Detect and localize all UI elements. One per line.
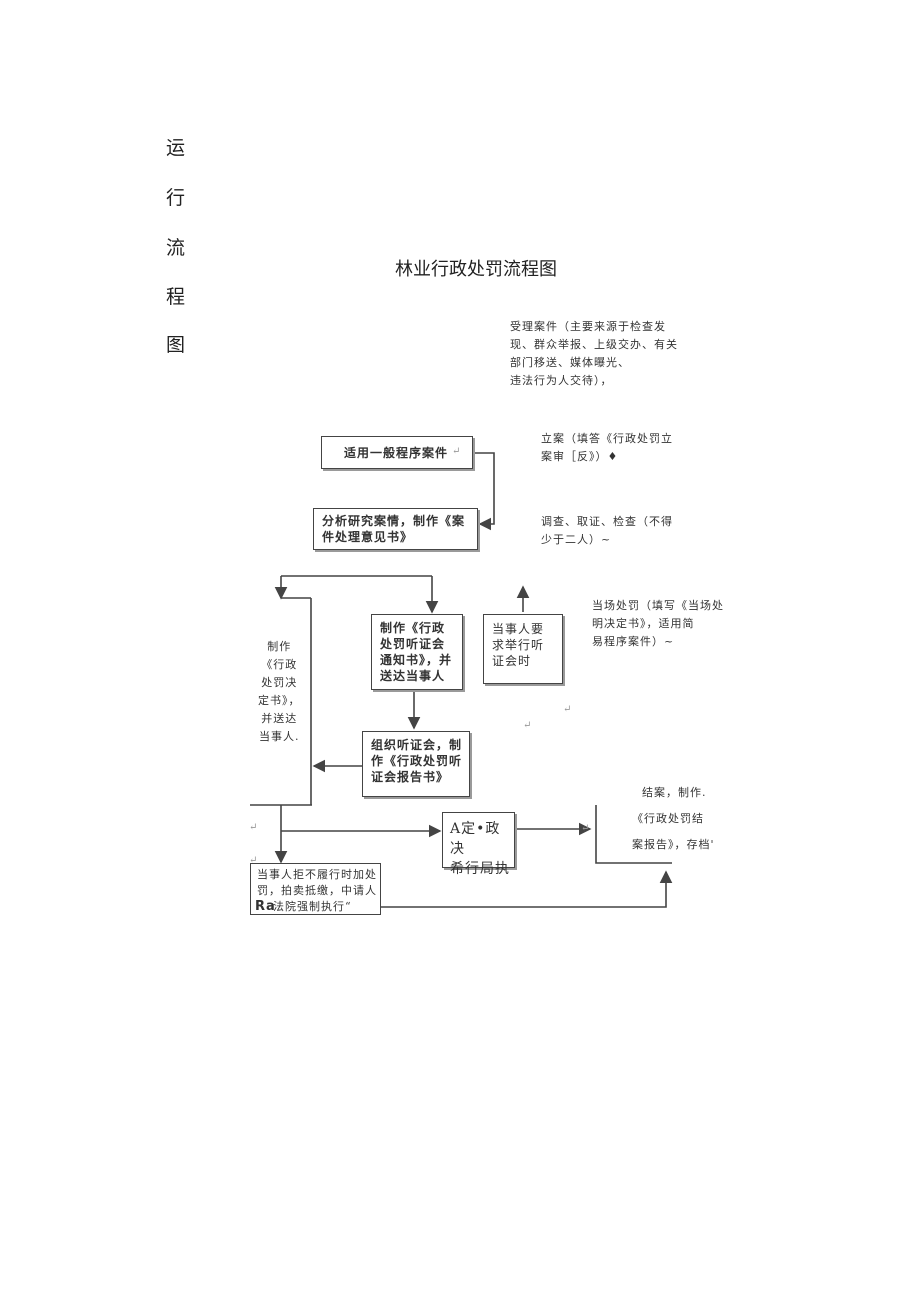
note-line: 定书》，	[258, 694, 301, 707]
note-line: 《行政处罚结	[632, 812, 704, 825]
box-label: 组织听证会，制	[371, 738, 463, 752]
note-line: 案审［反》）♦	[541, 450, 619, 463]
note-line: 违法行为人交待），	[510, 374, 613, 387]
box-label: Ra 法院强制执行“	[255, 899, 380, 915]
side-title-char: 程	[166, 286, 186, 308]
box-label: 送达当事人	[380, 669, 446, 683]
return-mark: ↵	[249, 822, 258, 833]
note-line: 当场处罚（填写《当场处	[592, 599, 724, 612]
note-line: 少于二人）~	[541, 533, 612, 546]
note-line: 受理案件（主要来源于检查发	[510, 320, 666, 333]
note-line: 案报告》，存档'	[632, 838, 715, 851]
box-label: 件处理意见书》	[322, 530, 414, 544]
box-label: 处罚听证会	[380, 637, 446, 651]
note-line: 当事人.	[259, 730, 300, 743]
note-investigate: 调查、取证、检查（不得 少于二人）~	[541, 513, 673, 549]
box-label: 适用一般程序案件	[344, 446, 449, 460]
side-title-char: 行	[166, 187, 186, 209]
diagram-title: 林业行政处罚流程图	[395, 259, 557, 280]
note-line: 立案（填答《行政处罚立	[541, 432, 673, 445]
note-register: 立案（填答《行政处罚立 案审［反》）♦	[541, 430, 673, 466]
box-label: 制作《行政	[380, 621, 446, 635]
connector-general-analyze	[474, 452, 495, 531]
note-line: 《行政	[261, 658, 298, 671]
box-execute-decision: A定•政决 希行局执	[442, 812, 515, 877]
box-label: 作《行政处罚听	[371, 754, 463, 768]
box-label: 证会报告书》	[371, 770, 450, 784]
side-title-char: 流	[166, 237, 186, 259]
return-mark: ↵	[249, 855, 258, 866]
box-label: 希行局执	[450, 861, 510, 877]
box-general-procedure: 适用一般程序案件	[321, 436, 473, 469]
return-mark: ↵	[452, 446, 461, 457]
return-mark: ↵	[523, 720, 532, 731]
note-onsite: 当场处罚（填写《当场处 明决定书》，适用简 易程序案件）~	[592, 597, 724, 651]
connector-enforce-close	[381, 870, 673, 908]
enforce-prefix: Ra	[255, 899, 276, 914]
box-label: 当事人拒不履行时加处	[257, 868, 377, 881]
box-label: 证会时	[492, 654, 532, 668]
note-line: 易程序案件）~	[592, 635, 675, 648]
note-accept: 受理案件（主要来源于检查发 现、群众举报、上级交办、有关 部门移送、媒体曝光、 …	[510, 318, 678, 390]
note-line: 部门移送、媒体曝光、	[510, 356, 630, 369]
connector-close-bracket	[595, 805, 672, 864]
box-enforce: 当事人拒不履行时加处 罚，拍卖抵缴，中请人 Ra 法院强制执行“	[250, 863, 381, 915]
box-hold-hearing: 组织听证会，制 作《行政处罚听 证会报告书》	[362, 731, 470, 797]
box-hearing-notice: 制作《行政 处罚听证会 通知书》，并 送达当事人	[371, 614, 463, 690]
box-label: 分析研究案情，制作《案	[322, 514, 466, 528]
return-mark: ↵	[563, 704, 572, 715]
note-make-decision: 制作 《行政 处罚决 定书》， 并送达 当事人.	[258, 638, 301, 746]
side-title-char: 运	[166, 137, 186, 159]
box-label: 求举行听	[492, 638, 545, 652]
side-title-char: 图	[166, 334, 186, 356]
box-analyze-case: 分析研究案情，制作《案 件处理意见书》	[313, 508, 478, 550]
note-line: 制作	[267, 640, 292, 653]
box-label: A定•政决	[450, 821, 501, 857]
note-close: 结案，制作. 《行政处罚结 案报告》，存档'	[632, 780, 715, 858]
note-line: 结案，制作.	[642, 786, 707, 799]
note-line: 并送达	[261, 712, 298, 725]
note-line: 调查、取证、检查（不得	[541, 515, 673, 528]
note-line: 明决定书》，适用简	[592, 617, 695, 630]
enforce-line: 法院强制执行“	[273, 900, 352, 913]
box-label: 通知书》，并	[380, 653, 453, 667]
box-label: 当事人要	[492, 622, 545, 636]
return-mark: ↵	[581, 823, 590, 834]
box-party-request: 当事人要 求举行听 证会时	[483, 614, 563, 684]
box-label: 罚，拍卖抵缴，中请人	[257, 884, 377, 897]
note-line: 处罚决	[261, 676, 298, 689]
note-line: 现、群众举报、上级交办、有关	[510, 338, 678, 351]
